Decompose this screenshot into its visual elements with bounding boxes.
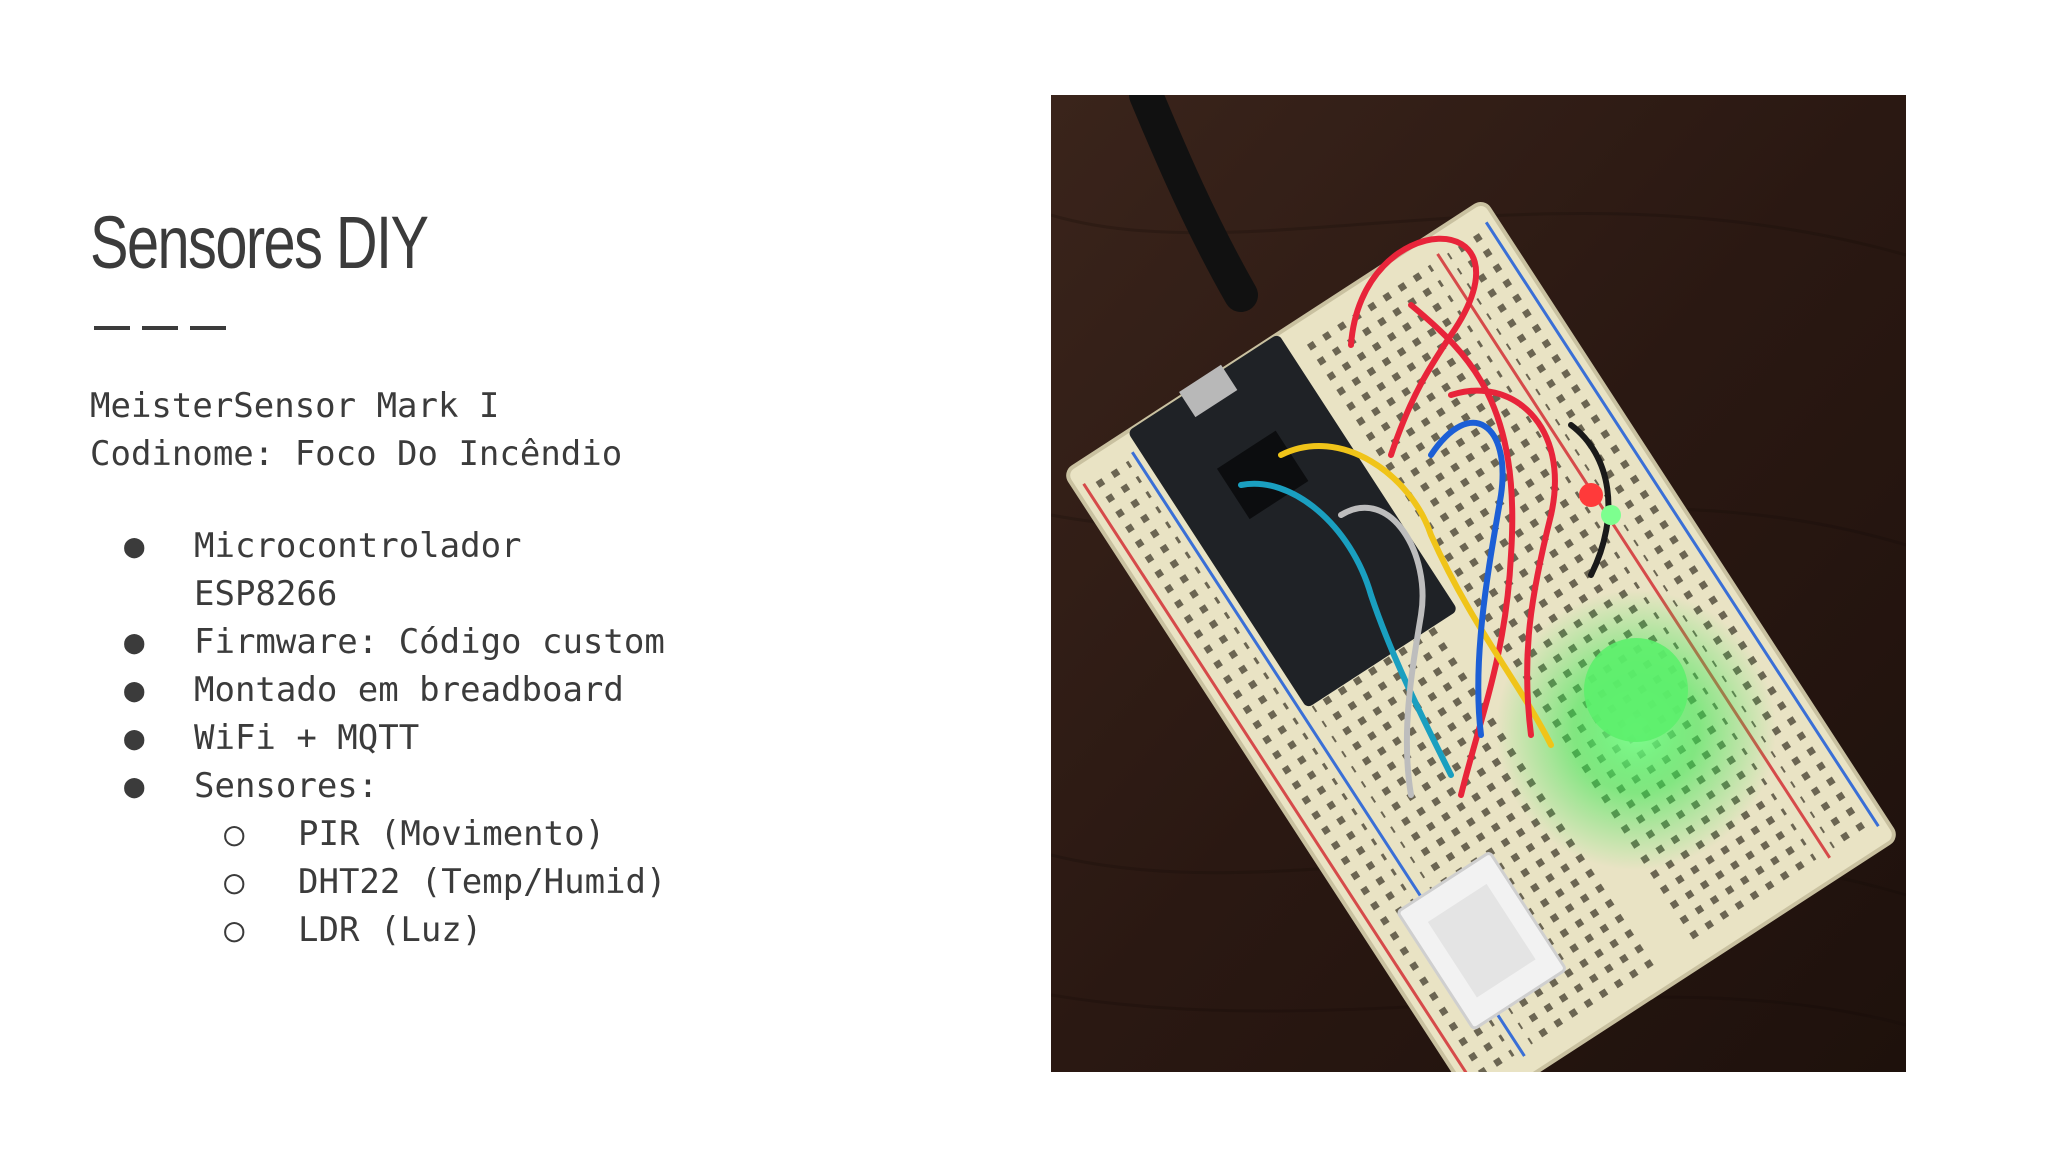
bullet-icon: ● <box>124 526 145 566</box>
sub-list-item-text: DHT22 (Temp/Humid) <box>298 862 667 902</box>
bullet-icon: ● <box>124 766 145 806</box>
sub-list-item-text: LDR (Luz) <box>298 910 483 950</box>
list-item: ● Montado em breadboard <box>90 666 990 714</box>
breadboard <box>1066 201 1896 1072</box>
led-red <box>1579 483 1603 507</box>
sub-bullet-icon: ○ <box>224 910 245 950</box>
list-item-text: WiFi + MQTT <box>194 718 420 758</box>
list-item-text: Sensores: <box>194 766 379 806</box>
intro-line: MeisterSensor Mark I <box>90 386 500 426</box>
intro-line: Codinome: Foco Do Incêndio <box>90 434 623 474</box>
usb-cable <box>1129 95 1258 312</box>
bullet-icon: ● <box>124 622 145 662</box>
sub-list-item: ○ LDR (Luz) <box>194 906 990 954</box>
list-item: ● Firmware: Código custom <box>90 618 990 666</box>
slide-body: MeisterSensor Mark I Codinome: Foco Do I… <box>90 382 990 954</box>
sub-bullet-list: ○ PIR (Movimento) ○ DHT22 (Temp/Humid) ○… <box>90 810 990 954</box>
sub-list-item: ○ DHT22 (Temp/Humid) <box>194 858 990 906</box>
jumper-wires <box>1238 235 1612 798</box>
sub-list-item-text: PIR (Movimento) <box>298 814 606 854</box>
breadboard-circuit-photo <box>1051 95 1906 1072</box>
list-item-text: Firmware: Código custom <box>194 622 665 662</box>
list-item: ● Sensores: <box>90 762 990 810</box>
title-underline <box>94 326 226 330</box>
list-item-text: Microcontrolador <box>194 526 522 566</box>
pir-sensor-dome <box>1584 638 1688 742</box>
slide-title: Sensores DIY <box>90 201 429 284</box>
sub-list-item: ○ PIR (Movimento) <box>194 810 990 858</box>
esp8266-board <box>1129 335 1456 707</box>
photo-illustration <box>1051 95 1906 1072</box>
sub-bullet-icon: ○ <box>224 814 245 854</box>
list-item: ● WiFi + MQTT <box>90 714 990 762</box>
bullet-list: ● Microcontrolador ESP8266 ● Firmware: C… <box>90 522 990 810</box>
led-green <box>1601 505 1621 525</box>
list-item: ● Microcontrolador ESP8266 <box>90 522 990 618</box>
bullet-icon: ● <box>124 718 145 758</box>
bullet-icon: ● <box>124 670 145 710</box>
list-item-text: ESP8266 <box>194 574 338 614</box>
list-item-text: Montado em breadboard <box>194 670 624 710</box>
sub-bullet-icon: ○ <box>224 862 245 902</box>
